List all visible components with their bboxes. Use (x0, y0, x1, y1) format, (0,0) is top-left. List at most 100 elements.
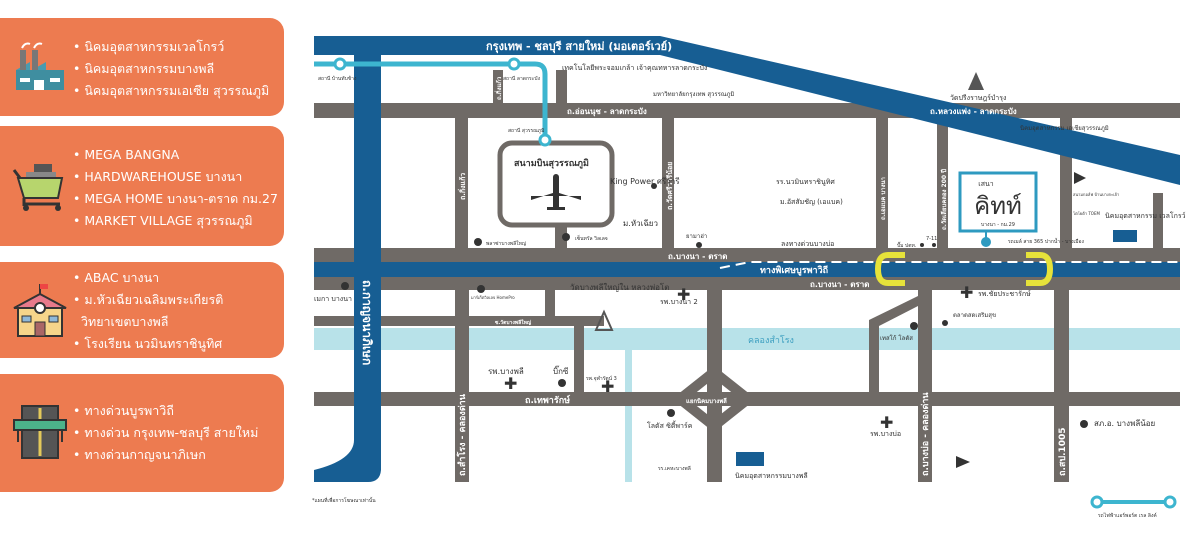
mega-dot (341, 282, 349, 290)
legend-item: วิทยาเขตบางพลี (80, 314, 169, 329)
bigc-dot (558, 379, 566, 387)
legend-item: นิคมอุตสาหกรรมบางพลี (73, 58, 269, 80)
label-lotus-city: โลตัส ซิตี้พาร์ค (647, 419, 693, 430)
station-ban-thap-chang[interactable] (333, 57, 347, 71)
label-interchange: แยกนิคมบางพลี (686, 397, 727, 405)
label-soi-bangphli: ซ.วัดบางพลีใหญ่ (495, 319, 532, 326)
factory-bangphli-icon (736, 452, 764, 466)
factory-icon (16, 42, 64, 90)
road-samrong-khlong (455, 290, 469, 482)
label-abac: ถ.เอแบค บางนา (880, 177, 887, 220)
label-luang-phaeng: ถ.หลวงแพ่ง - ลาดกระบัง (930, 107, 1017, 116)
label-golf: สนามกอล์ฟ บ้านบางกะเจ้า (1073, 192, 1119, 197)
label-bus: รถเมล์ สาย 365 ปากน้ำ - บางเมือง (1008, 236, 1085, 245)
uturn-east (1026, 252, 1054, 286)
label-homepro: มาร์เก็ตวิลเลจ HomePro (471, 294, 515, 300)
label-hosp-bangna2: รพ.บางนา 2 (660, 298, 698, 306)
legend-item: MARKET VILLAGE สุวรรณภูมิ (73, 210, 278, 232)
label-station-3: สถานี สุวรรณภูมิ (508, 127, 544, 134)
tesco-dot (910, 322, 918, 330)
label-bangna-trad-north: ถ.บางนา - ตราด (668, 252, 727, 261)
label-wat-prueng: วัดปรีงราษฎร์บำรุง (950, 94, 1006, 102)
factory-wellgrow-icon (1113, 230, 1137, 242)
legend-item: ทางด่วนบูรพาวิถี (73, 400, 258, 422)
label-school-bangphli: รร.เคหะบางพลี (658, 465, 691, 472)
lotus-city-dot (667, 409, 675, 417)
ptt-dot (920, 243, 924, 247)
label-thepharak: ถ.เทพารักษ์ (525, 394, 570, 406)
school-icon (13, 284, 67, 337)
label-huachiew: ม.หัวเฉียว (623, 219, 658, 228)
label-navamin: รร.นวมินทราชินูทิศ (776, 178, 835, 186)
label-yamaha: ยามาฮ่า (686, 233, 707, 240)
road-bigc (574, 316, 584, 392)
station-lat-krabang[interactable] (507, 57, 521, 71)
label-on-nut: ถ.อ่อนนุช - ลาดกระบัง (567, 107, 647, 117)
airplane-icon (531, 174, 581, 210)
label-legend-rail: รถไฟฟ้าแอร์พอร์ต เรล ลิงค์ (1098, 512, 1157, 519)
road-abac (876, 118, 888, 248)
homepro-dot (477, 285, 485, 293)
legend-item: ทางด่วนกาญจนาภิเษก (73, 444, 258, 466)
label-motorway: กรุงเทพ - ชลบุรี สายใหม่ (มอเตอร์เวย์) (486, 39, 672, 54)
legend-item: โรงเรียน นวมินทราชินูทิศ (73, 333, 223, 355)
buddha-icon (594, 309, 614, 331)
legend-item: MEGA HOME บางนา-ตราด กม.27 (73, 188, 278, 210)
label-technology: เทคโนโลยีพระจอมเกล้า เจ้าคุณทหารลาดกระบั… (562, 63, 707, 72)
label-bigc: บิ๊กซี (553, 365, 569, 376)
hospital-chularat-icon: ✚ (601, 377, 614, 396)
label-wat-sri-wa: ถ.วัดศรีวารีน้อย (665, 162, 674, 210)
label-university: มหาวิทยาลัยกรุงเทพ สุวรรณภูมิ (653, 91, 734, 98)
uturn-west (874, 252, 905, 286)
legend-card-industrial: นิคมอุตสาหกรรมเวลโกรว์ นิคมอุตสาหกรรมบาง… (0, 18, 284, 116)
hospital-chaiprakan-icon: ✚ (960, 283, 973, 302)
road-on-nut (314, 103, 874, 118)
road-tesco (869, 320, 879, 392)
legend-card-expressway: ทางด่วนบูรพาวิถี ทางด่วน กรุงเทพ-ชลบุรี … (0, 374, 284, 492)
label-exit-bangbo: ลงทางด่วนบางบ่อ (781, 240, 834, 248)
legend-card-education: ABAC บางนา ม.หัวเฉียวเฉลิมพระเกียรติ วิท… (0, 262, 284, 358)
label-station-1: สถานี บ้านทับช้าง (318, 75, 357, 82)
label-samrong-khlong: ถ.สำโรง - คลองด่าน (456, 393, 468, 476)
flag-icon-2 (956, 456, 970, 468)
project-subtitle: บางนา - กม.29 (981, 222, 1015, 228)
label-ptt: ปั๊ม ปตท. (897, 241, 917, 249)
legend-card-shopping: MEGA BANGNA HARDWAREHOUSE บางนา MEGA HOM… (0, 126, 284, 246)
label-hosp-chularat: รพ.จุฬารัตน์ 3 (586, 375, 617, 382)
road-bangna-trad-south (314, 277, 1180, 290)
road-kingkaew (455, 118, 468, 248)
hospital-bangbo-icon: ✚ (880, 413, 893, 432)
label-king-kaew-top: ถ.กิ่งแก้ว (494, 76, 503, 100)
market-dot (942, 320, 948, 326)
label-bangbo-khlong: ถ.บางบ่อ - คลองด่าน (920, 392, 931, 476)
legend-item: ทางด่วน กรุงเทพ-ชลบุรี สายใหม่ (73, 422, 258, 444)
road-wat-lat (937, 118, 948, 248)
police-dot (1080, 420, 1088, 428)
station-suvarnabhumi[interactable] (538, 133, 552, 147)
airport-rail-link (314, 61, 548, 138)
hospital-bangphli-icon: ✚ (504, 374, 517, 393)
label-kingkaew: ถ.กิ่งแก้ว (457, 173, 467, 200)
road-homepro (545, 290, 555, 316)
road-airport-access (556, 70, 567, 103)
label-footnote: *แผนที่เพื่อการโฆษณาเท่านั้น (312, 495, 376, 504)
road-wat-sri-wa (662, 118, 674, 248)
project-marker[interactable] (958, 171, 1038, 233)
label-seven: 7-11 (926, 236, 937, 242)
yamaha-dot (696, 242, 702, 248)
expressway-kanchanaphisek (314, 36, 381, 482)
label-assumption: ม.อัสสัมชัญ (เอแบค) (780, 198, 843, 206)
road-bangbo-khlong (918, 290, 932, 482)
label-wat-bangphli: วัดบางพลีใหญ่ใน หลวงพ่อโต (570, 282, 669, 292)
project-pin (981, 237, 991, 247)
legend-item: HARDWAREHOUSE บางนา (73, 166, 278, 188)
label-burapha: ทางพิเศษบูรพาวิถี (760, 265, 828, 276)
label-mega: เมกา บางนา (314, 295, 352, 303)
label-tesco: เทสโก้ โลตัส (880, 334, 913, 342)
label-ie-wellgrow: นิคมอุตสาหกรรม เวลโกรว์ (1105, 211, 1186, 220)
label-airport: สนามบินสุวรรณภูมิ (514, 158, 589, 169)
road-king-kaew-top (493, 70, 503, 103)
hospital-bangna2-icon: ✚ (677, 285, 690, 304)
road-wellgrow-b (1153, 193, 1163, 248)
expressway-burapha-withi (314, 262, 1180, 277)
